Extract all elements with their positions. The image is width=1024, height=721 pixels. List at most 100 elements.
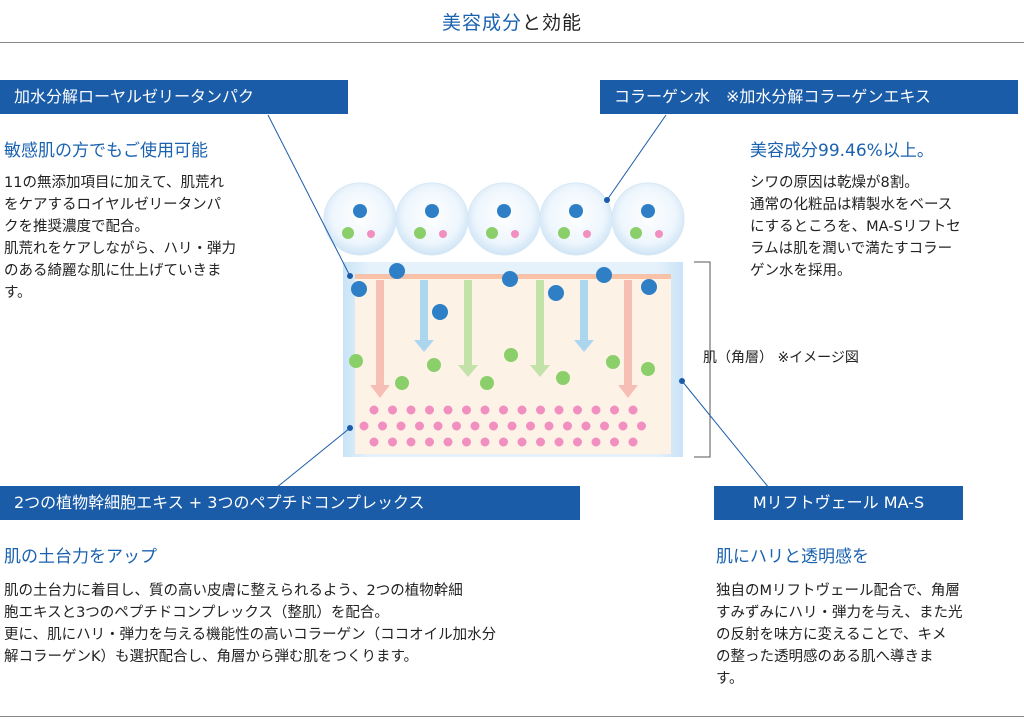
collagen-water-banner: コラーゲン水 ※加水分解コラーゲンエキス	[600, 80, 1018, 114]
pink-particle	[517, 437, 527, 447]
body-line: ゲン水を採用。	[750, 263, 852, 279]
pink-particle	[591, 437, 601, 447]
pink-particle	[425, 405, 434, 415]
pink-particle	[406, 437, 416, 447]
arrow-blue	[414, 280, 434, 352]
pink-particle	[462, 405, 471, 415]
pink-particle	[443, 405, 453, 415]
collagen-bubbles	[323, 182, 685, 256]
pink-particle	[462, 437, 471, 447]
pink-particle	[378, 421, 387, 431]
collagen-water-heading: 美容成分99.46%以上。	[750, 141, 934, 161]
m-lift-body: 独自のMリフトヴェール配合で、角層 すみずみにハリ・弾力を与え、また光 の反射を…	[716, 580, 1021, 690]
pink-particle	[600, 421, 609, 431]
pink-particle	[369, 437, 379, 447]
title-divider	[0, 42, 1024, 43]
pink-particle	[610, 405, 619, 415]
pink-particle	[406, 405, 416, 415]
pink-particle	[499, 405, 508, 415]
bubble	[395, 182, 469, 256]
body-line: 肌の土台力に着目し、質の高い皮膚に整えられるよう、2つの植物幹細	[4, 583, 463, 599]
bubble	[539, 182, 613, 256]
body-line: す。	[4, 285, 32, 301]
body-line: 11の無添加項目に加えて、肌荒れ	[4, 175, 224, 191]
bubble	[323, 182, 397, 256]
pink-particle	[544, 421, 554, 431]
body-line: 解コラーゲンK）も選択配合し、角層から弾む肌をつくります。	[4, 649, 419, 665]
body-line: 通常の化粧品は精製水をベース	[750, 197, 953, 213]
pink-particle	[388, 437, 397, 447]
pink-particle	[396, 421, 406, 431]
body-line: シワの原因は乾燥が8割。	[750, 175, 919, 191]
body-line: す。	[716, 671, 744, 687]
body-line: のある綺麗な肌に仕上げていきま	[4, 263, 222, 279]
collagen-water-body: シワの原因は乾燥が8割。 通常の化粧品は精製水をベース にするところを、MA-S…	[750, 172, 1020, 282]
body-line: 更に、肌にハリ・弾力を与える機能性の高いコラーゲン（ココオイル加水分	[4, 627, 497, 643]
body-line: ラムは肌を潤いで満たすコラー	[750, 241, 953, 257]
plant-peptide-banner: 2つの植物幹細胞エキス + 3つのペプチドコンプレックス	[0, 486, 580, 520]
body-line: 肌荒れをケアしながら、ハリ・弾力	[4, 241, 236, 257]
pink-particle	[517, 405, 527, 415]
plant-peptide-body: 肌の土台力に着目し、質の高い皮膚に整えられるよう、2つの植物幹細 胞エキスと3つ…	[4, 580, 604, 668]
pink-particle	[489, 421, 498, 431]
green-particles	[349, 348, 655, 390]
pink-particle	[591, 405, 601, 415]
pink-particle	[470, 421, 480, 431]
bubble	[467, 182, 541, 256]
leader-lines	[267, 114, 770, 489]
body-line: 胞エキスと3つのペプチドコンプレックス（整肌）を配合。	[4, 605, 389, 621]
arrow-pink	[618, 280, 638, 398]
arrow-pink	[370, 280, 390, 398]
pink-particle	[499, 437, 508, 447]
bubble	[611, 182, 685, 256]
body-line: 独自のMリフトヴェール配合で、角層	[716, 583, 960, 599]
penetration-arrows	[370, 280, 638, 398]
page-title-accent: 美容成分	[441, 12, 522, 34]
arrow-blue	[574, 280, 594, 352]
skin-bracket	[694, 261, 711, 458]
pink-particle	[507, 421, 517, 431]
pink-particle	[554, 437, 564, 447]
royal-jelly-banner: 加水分解ローヤルゼリータンパク	[0, 80, 348, 114]
pink-particle	[526, 421, 535, 431]
pink-particle	[536, 405, 545, 415]
body-line: すみずみにハリ・弾力を与え、また光	[716, 605, 963, 621]
pink-particles	[359, 405, 646, 447]
pink-particle	[480, 437, 490, 447]
pink-particle	[573, 405, 582, 415]
page-title-rest: と効能	[522, 12, 583, 34]
royal-jelly-heading: 敏感肌の方でもご使用可能	[4, 141, 208, 161]
pink-particle	[415, 421, 424, 431]
pink-particle	[554, 405, 564, 415]
arrow-green	[530, 280, 550, 377]
m-lift-heading: 肌にハリと透明感を	[716, 547, 869, 567]
skin-layer-label: 肌（角層） ※イメージ図	[703, 350, 859, 366]
pink-particle	[628, 405, 638, 415]
royal-jelly-body: 11の無添加項目に加えて、肌荒れ をケアするロイヤルゼリータンパ クを推奨濃度で…	[4, 172, 304, 304]
body-line: をケアするロイヤルゼリータンパ	[4, 197, 222, 213]
pink-particle	[637, 421, 646, 431]
pink-particle	[452, 421, 461, 431]
page-title: 美容成分と効能	[0, 8, 1024, 35]
body-line: の反射を味方に変えることで、キメ	[716, 627, 947, 643]
pink-particle	[536, 437, 545, 447]
plant-peptide-heading: 肌の土台力をアップ	[4, 547, 157, 567]
bottom-divider	[0, 716, 1024, 717]
pink-particle	[618, 421, 628, 431]
pink-particle	[369, 405, 379, 415]
pink-particle	[425, 437, 434, 447]
pink-particle	[480, 405, 490, 415]
blue-particles	[351, 263, 657, 320]
pink-particle	[628, 437, 638, 447]
pink-particle	[443, 437, 453, 447]
pink-particle	[610, 437, 619, 447]
arrow-green	[458, 280, 478, 377]
body-line: クを推奨濃度で配合。	[4, 219, 149, 235]
pink-particle	[563, 421, 572, 431]
pink-particle	[573, 437, 582, 447]
pink-particle	[433, 421, 443, 431]
pink-particle	[388, 405, 397, 415]
m-lift-banner: Mリフトヴェール MA-S	[714, 486, 963, 520]
body-line: の整った透明感のある肌へ導きま	[716, 649, 934, 665]
